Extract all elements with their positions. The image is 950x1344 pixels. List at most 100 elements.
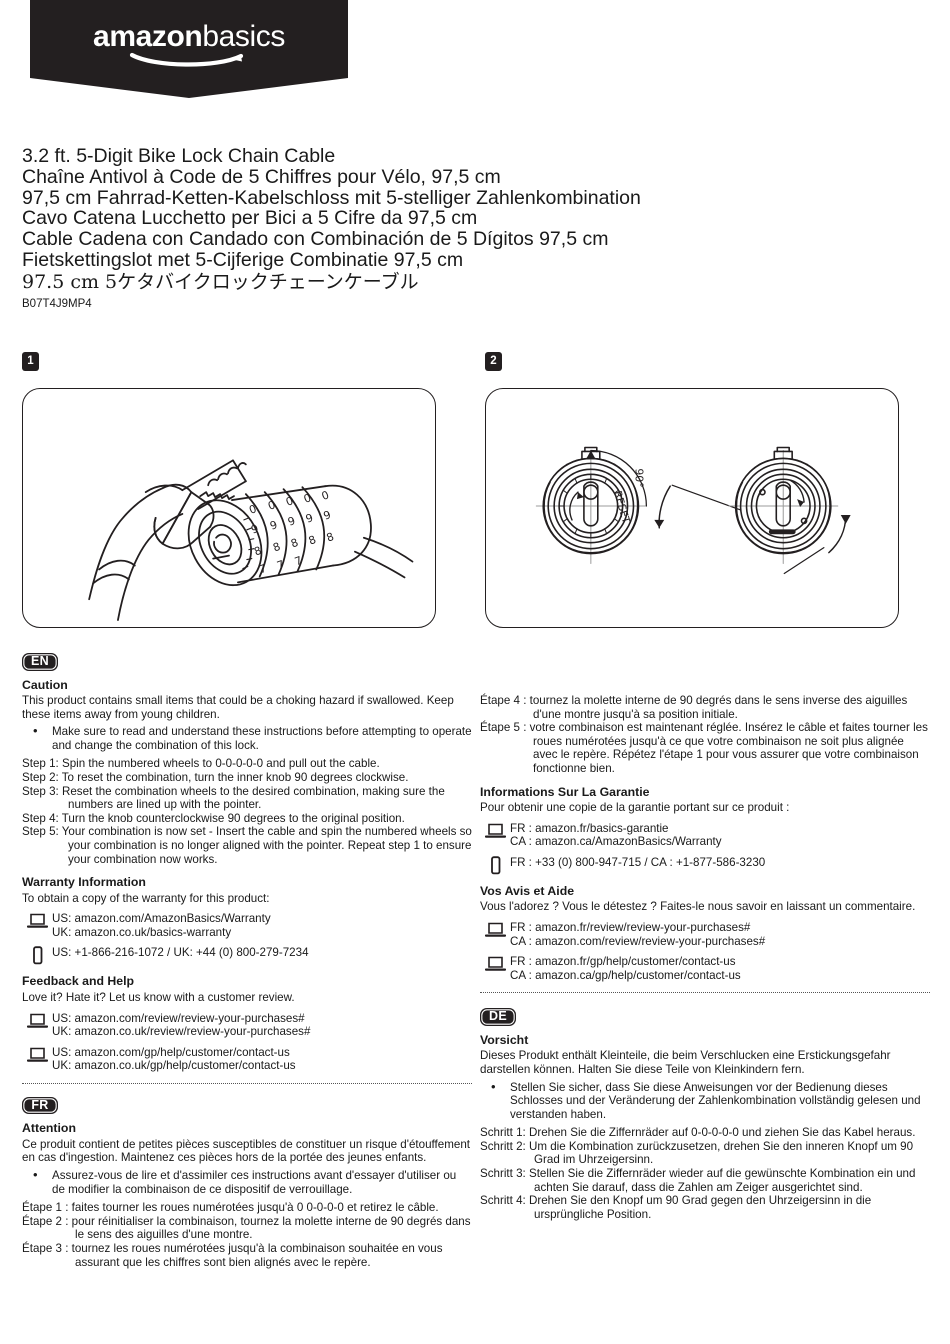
right-text-column: Étape 4 : tournez la molette interne de … — [480, 652, 930, 1221]
fr-step-1: Étape 1 : faites tourner les roues numér… — [22, 1201, 439, 1215]
en-step-1: Step 1: Spin the numbered wheels to 0-0-… — [22, 757, 380, 771]
laptop-icon — [22, 1012, 52, 1029]
en-warranty-web-2[interactable]: UK: amazon.co.uk/basics-warranty — [52, 925, 232, 939]
fr-caution-bullets: Assurez-vous de lire et d'assimiler ces … — [22, 1168, 472, 1196]
laptop-icon-glyph — [26, 1013, 48, 1028]
en-warranty-phone: US: +1-866-216-1072 / UK: +44 (0) 800-27… — [52, 946, 309, 960]
svg-text:0: 0 — [266, 498, 277, 513]
en-warranty-heading: Warranty Information — [22, 875, 146, 890]
fr-warranty-web-2[interactable]: CA : amazon.ca/AmazonBasics/Warranty — [510, 835, 722, 849]
bike-lock-cable-illustration: 0 0 0 0 0 9 9 9 9 9 8 8 8 8 8 7 7 7 — [88, 459, 414, 621]
en-warranty-intro: To obtain a copy of the warranty for thi… — [22, 891, 270, 905]
en-step-4: Step 4: Turn the knob counterclockwise 9… — [22, 811, 405, 825]
figure-badge-1: 1 — [22, 352, 39, 371]
en-feedback-heading: Feedback and Help — [22, 974, 135, 989]
fr-caution-text: Ce produit contient de petites pièces su… — [22, 1137, 470, 1165]
model-number: B07T4J9MP4 — [22, 297, 92, 310]
knob-left: RESET 90° — [535, 446, 648, 565]
fr-feedback-heading: Vos Avis et Aide — [480, 883, 575, 898]
en-step-3: Step 3: Reset the combination wheels to … — [22, 784, 445, 812]
svg-text:9: 9 — [286, 514, 297, 529]
svg-text:7: 7 — [257, 562, 268, 577]
figure-panel-1: 0 0 0 0 0 9 9 9 9 9 8 8 8 8 8 7 7 7 — [22, 388, 436, 628]
product-title-block: 3.2 ft. 5-Digit Bike Lock Chain Cable Ch… — [22, 146, 922, 312]
phone-icon-glyph — [32, 946, 42, 965]
laptop-icon — [480, 921, 510, 938]
svg-text:7: 7 — [275, 558, 286, 573]
svg-text:0: 0 — [320, 488, 331, 503]
en-review-lines: US: amazon.com/review/review-your-purcha… — [52, 1012, 310, 1039]
en-step-5: Step 5: Your combination is now set - In… — [22, 825, 472, 866]
de-caution-bullets: Stellen Sie sicher, dass Sie diese Anwei… — [480, 1080, 930, 1122]
svg-text:9: 9 — [304, 511, 315, 526]
en-feedback-intro: Love it? Hate it? Let us know with a cus… — [22, 990, 295, 1004]
title-line-en: 3.2 ft. 5-Digit Bike Lock Chain Cable — [22, 145, 336, 167]
fr-review-1[interactable]: FR : amazon.fr/review/review-your-purcha… — [510, 920, 751, 934]
fr-warranty-web-lines: FR : amazon.fr/basics-garantie CA : amaz… — [510, 822, 722, 849]
title-line-de: 97,5 cm Fahrrad-Ketten-Kabelschloss mit … — [22, 186, 641, 209]
fr-warranty-web-row: FR : amazon.fr/basics-garantie CA : amaz… — [480, 822, 930, 849]
fr-help-2[interactable]: CA : amazon.ca/gp/help/customer/contact-… — [510, 968, 741, 982]
language-badge-de-row: DE — [480, 1007, 930, 1026]
laptop-icon-glyph — [26, 1047, 48, 1062]
fr-help-1[interactable]: FR : amazon.fr/gp/help/customer/contact-… — [510, 955, 736, 969]
fr-steps-left: Étape 1 : faites tourner les roues numér… — [22, 1201, 472, 1269]
laptop-icon — [22, 912, 52, 929]
figure-badge-2: 2 — [485, 352, 502, 371]
fr-step-5: Étape 5 : votre combinaison est maintena… — [480, 721, 928, 775]
laptop-icon-glyph — [484, 922, 506, 937]
en-help-row: US: amazon.com/gp/help/customer/contact-… — [22, 1046, 472, 1073]
title-line-nl: Fietskettingslot met 5-Cijferige Combina… — [22, 248, 464, 271]
svg-text:7: 7 — [293, 554, 304, 569]
fr-step-2: Étape 2 : pour réinitialiser la combinai… — [22, 1214, 471, 1242]
svg-text:9: 9 — [249, 522, 260, 537]
fr-caution-heading: Attention — [22, 1121, 76, 1136]
laptop-icon-glyph — [484, 956, 506, 971]
fr-warranty-intro: Pour obtenir une copie de la garantie po… — [480, 801, 790, 815]
language-badge-de: DE — [480, 1008, 516, 1026]
svg-text:0: 0 — [284, 494, 295, 509]
fr-review-row: FR : amazon.fr/review/review-your-purcha… — [480, 921, 930, 948]
svg-text:9: 9 — [322, 508, 333, 523]
left-text-column: EN Caution This product contains small i… — [22, 652, 472, 1269]
svg-text:8: 8 — [325, 530, 336, 545]
en-warranty-web-1[interactable]: US: amazon.com/AmazonBasics/Warranty — [52, 912, 271, 926]
list-item: Stellen Sie sicher, dass Sie diese Anwei… — [491, 1080, 930, 1122]
language-badge-fr: FR — [22, 1096, 58, 1115]
fr-help-lines: FR : amazon.fr/gp/help/customer/contact-… — [510, 955, 741, 982]
fr-feedback-intro: Vous l'adorez ? Vous le détestez ? Faite… — [480, 900, 916, 914]
rotation-angle-label: 90° — [632, 468, 645, 487]
svg-text:8: 8 — [307, 533, 318, 548]
en-review-row: US: amazon.com/review/review-your-purcha… — [22, 1012, 472, 1039]
language-badge-fr-row: FR — [22, 1096, 472, 1115]
laptop-icon — [22, 1046, 52, 1063]
fr-warranty-web-1[interactable]: FR : amazon.fr/basics-garantie — [510, 821, 669, 835]
fr-help-row: FR : amazon.fr/gp/help/customer/contact-… — [480, 955, 930, 982]
de-steps: Schritt 1: Drehen Sie die Ziffernräder a… — [480, 1126, 930, 1221]
en-caution-bullets: Make sure to read and understand these i… — [22, 724, 472, 752]
fr-warranty-phone-row: FR : +33 (0) 800-947-715 / CA : +1-877-5… — [480, 856, 930, 875]
svg-text:8: 8 — [252, 544, 263, 559]
en-help-1[interactable]: US: amazon.com/gp/help/customer/contact-… — [52, 1045, 290, 1059]
fr-review-2[interactable]: CA : amazon.com/review/review-your-purch… — [510, 934, 766, 948]
fr-warranty-heading: Informations Sur La Garantie — [480, 784, 650, 799]
de-step-4: Schritt 4: Drehen Sie den Knopf um 90 Gr… — [480, 1194, 872, 1221]
knob-rotation-illustration: RESET 90° — [535, 446, 851, 575]
brand-banner: amazonbasics — [30, 0, 348, 98]
en-review-2[interactable]: UK: amazon.co.uk/review/review-your-purc… — [52, 1025, 311, 1039]
en-help-2[interactable]: UK: amazon.co.uk/gp/help/customer/contac… — [52, 1059, 296, 1073]
en-warranty-web-row: US: amazon.com/AmazonBasics/Warranty UK:… — [22, 912, 472, 939]
svg-text:8: 8 — [289, 536, 300, 551]
en-help-lines: US: amazon.com/gp/help/customer/contact-… — [52, 1046, 296, 1073]
phone-icon — [480, 856, 510, 875]
section-divider-fr-de — [480, 992, 930, 994]
en-steps: Step 1: Spin the numbered wheels to 0-0-… — [22, 757, 472, 866]
fr-step-3: Étape 3 : tournez les roues numérotées j… — [22, 1242, 443, 1269]
en-caution-heading: Caution — [22, 677, 68, 692]
en-step-2: Step 2: To reset the combination, turn t… — [22, 770, 409, 784]
en-review-1[interactable]: US: amazon.com/review/review-your-purcha… — [52, 1011, 305, 1025]
title-line-es: Cable Cadena con Candado con Combinación… — [22, 228, 609, 251]
section-divider-en-fr — [22, 1082, 472, 1084]
en-warranty-phone-row: US: +1-866-216-1072 / UK: +44 (0) 800-27… — [22, 946, 472, 965]
list-item: Make sure to read and understand these i… — [33, 724, 472, 752]
